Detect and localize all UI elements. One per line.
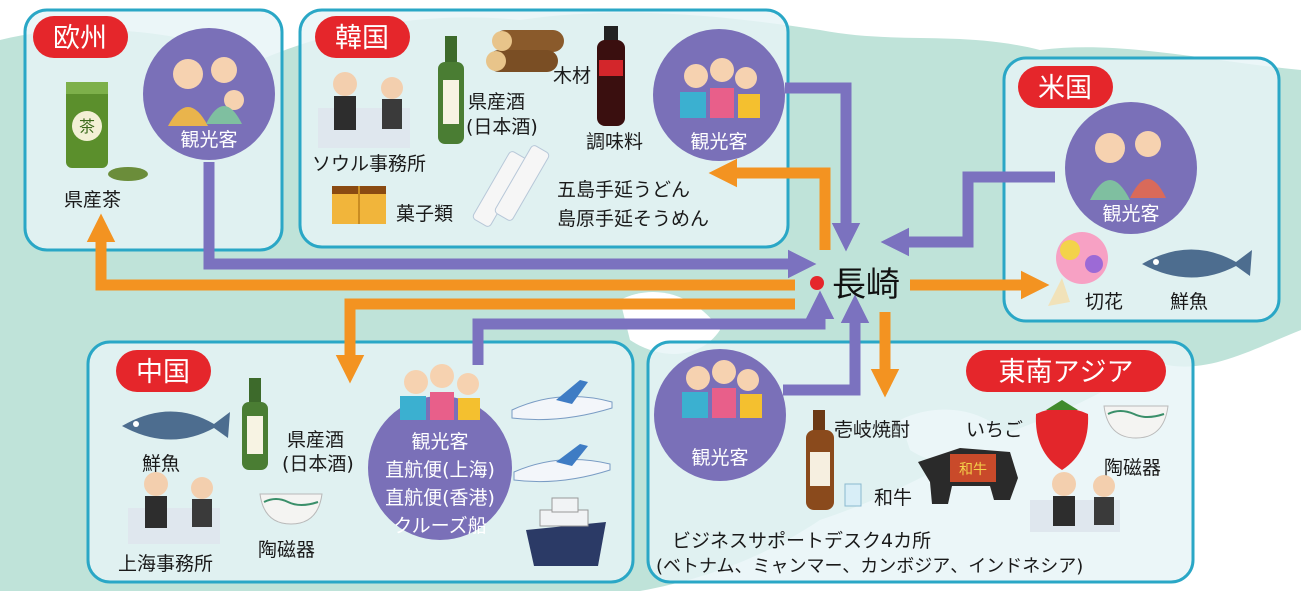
europe-item-tea: 県産茶 [64,189,121,211]
sake-bottle-icon [438,36,464,144]
europe-tourist-circle: 観光客 [143,28,275,160]
cruise-ship-icon [526,497,606,566]
office-meeting-icon [1030,472,1120,532]
korea-tourist-label: 観光客 [690,131,747,153]
tourist-family-icon [168,57,244,126]
korea-item-sake: 県産酒 [468,91,525,113]
flow-arrows [86,82,1055,398]
usa-tourist-circle: 観光客 [1065,102,1197,234]
korea-item-sake-note: (日本酒) [466,116,538,138]
sea-item-business-desk-countries: (ベトナム、ミャンマー、カンボジア、インドネシア) [656,556,1083,577]
china-item-porcelain: 陶磁器 [258,539,315,561]
tourist-family-icon [1090,131,1166,200]
sea-title-pill: 東南アジア [966,350,1166,392]
nagasaki-dot [810,276,824,290]
sake-bottle-icon [242,378,268,470]
svg-text:茶: 茶 [79,117,95,136]
log-icon [486,30,564,72]
sea-tourist-circle: 観光客 [654,349,786,481]
svg-text:和牛: 和牛 [959,462,987,478]
tuna-icon [122,411,230,440]
tuna-icon [1142,249,1252,278]
sea-item-porcelain: 陶磁器 [1104,457,1161,479]
usa-item-flowers: 切花 [1085,291,1123,313]
shopping-tourists-icon [400,364,480,420]
korea-item-sweets: 菓子類 [396,203,453,225]
shopping-tourists-icon [680,58,760,118]
korea-title-pill: 韓国 [315,16,410,58]
korea-tourist-circle: 観光客 [653,29,785,161]
arrow-korea-to-nagasaki [785,82,861,252]
sea-title: 東南アジア [999,357,1134,388]
porcelain-bowl-icon [1103,405,1169,439]
arrow-nagasaki-to-korea [708,158,831,250]
shochu-bottle-icon [806,410,834,510]
china-item-fish: 鮮魚 [142,453,180,475]
shopping-tourists-icon [682,360,762,418]
korea-item-somen: 島原手延そうめん [557,208,709,230]
airplane-icon [513,444,611,483]
nagasaki-label: 長崎 [832,265,900,305]
europe-title: 欧州 [53,23,107,54]
china-title-pill: 中国 [116,350,211,392]
bouquet-icon [1048,232,1108,306]
china-item-sake-note: (日本酒) [282,453,354,475]
china-tourist-circle: 観光客 直航便(上海) 直航便(香港) クルーズ船 [368,364,512,540]
arrow-nagasaki-to-europe [86,213,795,291]
sea-tourist-label: 観光客 [691,447,748,469]
china-flight-shanghai: 直航便(上海) [385,459,495,481]
sea-item-wagyu: 和牛 [874,487,912,509]
korea-item-office: ソウル事務所 [312,153,426,175]
soy-sauce-icon [597,26,625,126]
korea-title: 韓国 [335,23,389,54]
china-cruise: クルーズ船 [393,515,486,537]
office-meeting-icon [128,472,220,544]
sea-item-shochu: 壱岐焼酎 [834,419,910,441]
office-meeting-icon [318,72,410,148]
airplane-icon [511,380,613,421]
porcelain-bowl-icon [259,493,323,525]
china-title: 中国 [136,357,190,388]
usa-item-fish: 鮮魚 [1170,291,1208,313]
tea-can-icon: 茶 [66,82,148,181]
usa-tourist-label: 観光客 [1102,203,1159,225]
usa-title-pill: 米国 [1018,66,1113,108]
strawberry-icon [1035,400,1089,470]
china-tourist-label: 観光客 [411,431,468,453]
china-flight-hongkong: 直航便(香港) [385,487,495,509]
usa-title: 米国 [1038,73,1092,104]
europe-tourist-label: 観光客 [180,129,237,151]
sea-item-business-desk: ビジネスサポートデスク4カ所 [672,530,931,552]
sea-item-strawberry: いちご [966,419,1023,441]
arrow-europe-to-nagasaki [203,162,817,279]
arrow-china-to-nagasaki [472,290,835,365]
china-item-sake: 県産酒 [287,429,344,451]
arrow-usa-to-nagasaki [880,171,1055,257]
arrow-sea-to-nagasaki [783,294,870,396]
china-box [86,340,635,584]
korea-item-seasoning: 調味料 [586,131,643,153]
china-item-office: 上海事務所 [118,553,213,575]
arrow-nagasaki-to-china [335,298,795,384]
castella-cake-icon [332,186,386,224]
glass-icon [844,483,862,507]
europe-title-pill: 欧州 [33,16,128,58]
wagyu-icon: 和牛 [918,448,1018,504]
korea-item-wood: 木材 [553,65,591,87]
korea-item-udon: 五島手延うどん [557,179,690,201]
noodle-pack-icon [472,145,550,227]
